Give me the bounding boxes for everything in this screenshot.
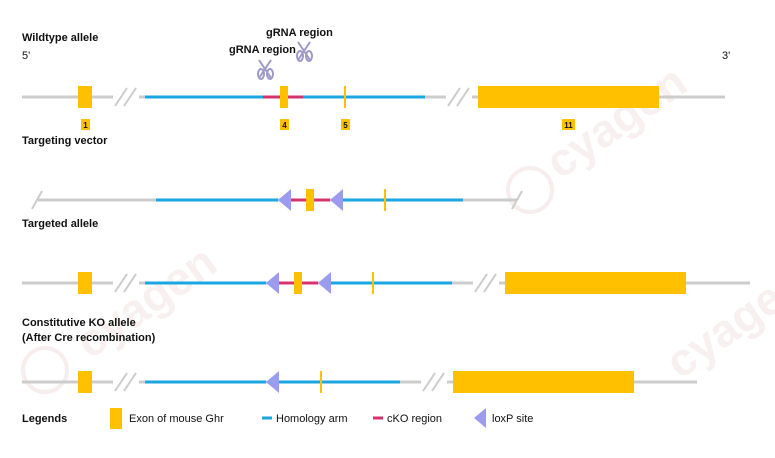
exon-5 (344, 86, 346, 108)
targeted-allele-track (22, 272, 750, 294)
scissors-icon (257, 59, 274, 80)
watermark-logo (506, 166, 554, 214)
break-slash (123, 87, 137, 107)
exon-4 (280, 86, 288, 108)
legend: Legends Exon of mouse Ghr Homology arm c… (22, 408, 533, 429)
wildtype-track (22, 86, 725, 108)
vector-end-slash (31, 190, 43, 210)
watermark-text: cyagen (536, 55, 696, 189)
grna-label-2: gRNA region (229, 44, 296, 56)
three-prime-label: 3' (722, 50, 730, 62)
loxp-site (318, 272, 331, 294)
break-slash (447, 87, 461, 107)
loxp-site (266, 272, 279, 294)
ko-allele-track (22, 371, 697, 393)
break-slash (114, 273, 128, 293)
legend-exon-swatch (110, 408, 122, 429)
legend-title: Legends (22, 413, 67, 425)
break-slash (474, 273, 488, 293)
exon-1 (78, 371, 92, 393)
exon-11 (505, 272, 686, 294)
break-slash (123, 372, 137, 392)
five-prime-label: 5' (22, 50, 30, 62)
break-slash (431, 372, 445, 392)
exon-5 (320, 371, 322, 393)
legend-loxp-swatch (474, 408, 486, 428)
exon-5 (372, 272, 374, 294)
break-slash (422, 372, 436, 392)
exon-11 (478, 86, 659, 108)
watermark-logo (21, 346, 69, 394)
exon-5 (384, 189, 386, 211)
break-slash (456, 87, 470, 107)
break-slash (114, 87, 128, 107)
targeting-vector-label: Targeting vector (22, 135, 108, 147)
wildtype-label: Wildtype allele (22, 32, 98, 44)
legend-exon-label: Exon of mouse Ghr (129, 413, 224, 425)
exon-label-box: 4 (280, 119, 289, 130)
loxp-site (266, 371, 279, 393)
exon-4 (306, 189, 314, 211)
loxp-site (330, 189, 343, 211)
ko-allele-label-line2: (After Cre recombination) (22, 332, 156, 344)
break-slash (483, 273, 497, 293)
exon-1 (78, 272, 92, 294)
scissors-icon (296, 41, 313, 62)
targeting-vector-track (31, 189, 523, 211)
exon-label-box: 5 (341, 119, 350, 130)
exon-number: 11 (564, 121, 573, 130)
exon-label-box: 11 (562, 119, 575, 130)
exon-11 (453, 371, 634, 393)
exon-number: 5 (343, 121, 348, 130)
exon-number: 1 (83, 121, 88, 130)
legend-homology-label: Homology arm (276, 413, 348, 425)
break-slash (123, 273, 137, 293)
watermark-text: cyagen (66, 235, 226, 369)
loxp-site (278, 189, 291, 211)
legend-cko-label: cKO region (387, 413, 442, 425)
legend-loxp-label: loxP site (492, 413, 533, 425)
exon-4 (294, 272, 302, 294)
exon-number: 4 (282, 121, 287, 130)
exon-label-box: 1 (81, 119, 90, 130)
grna-label-1: gRNA region (266, 27, 333, 39)
targeted-allele-label: Targeted allele (22, 218, 98, 230)
ko-allele-label-line1: Constitutive KO allele (22, 317, 136, 329)
break-slash (114, 372, 128, 392)
vector-end-slash (511, 190, 523, 210)
exon-1 (78, 86, 92, 108)
